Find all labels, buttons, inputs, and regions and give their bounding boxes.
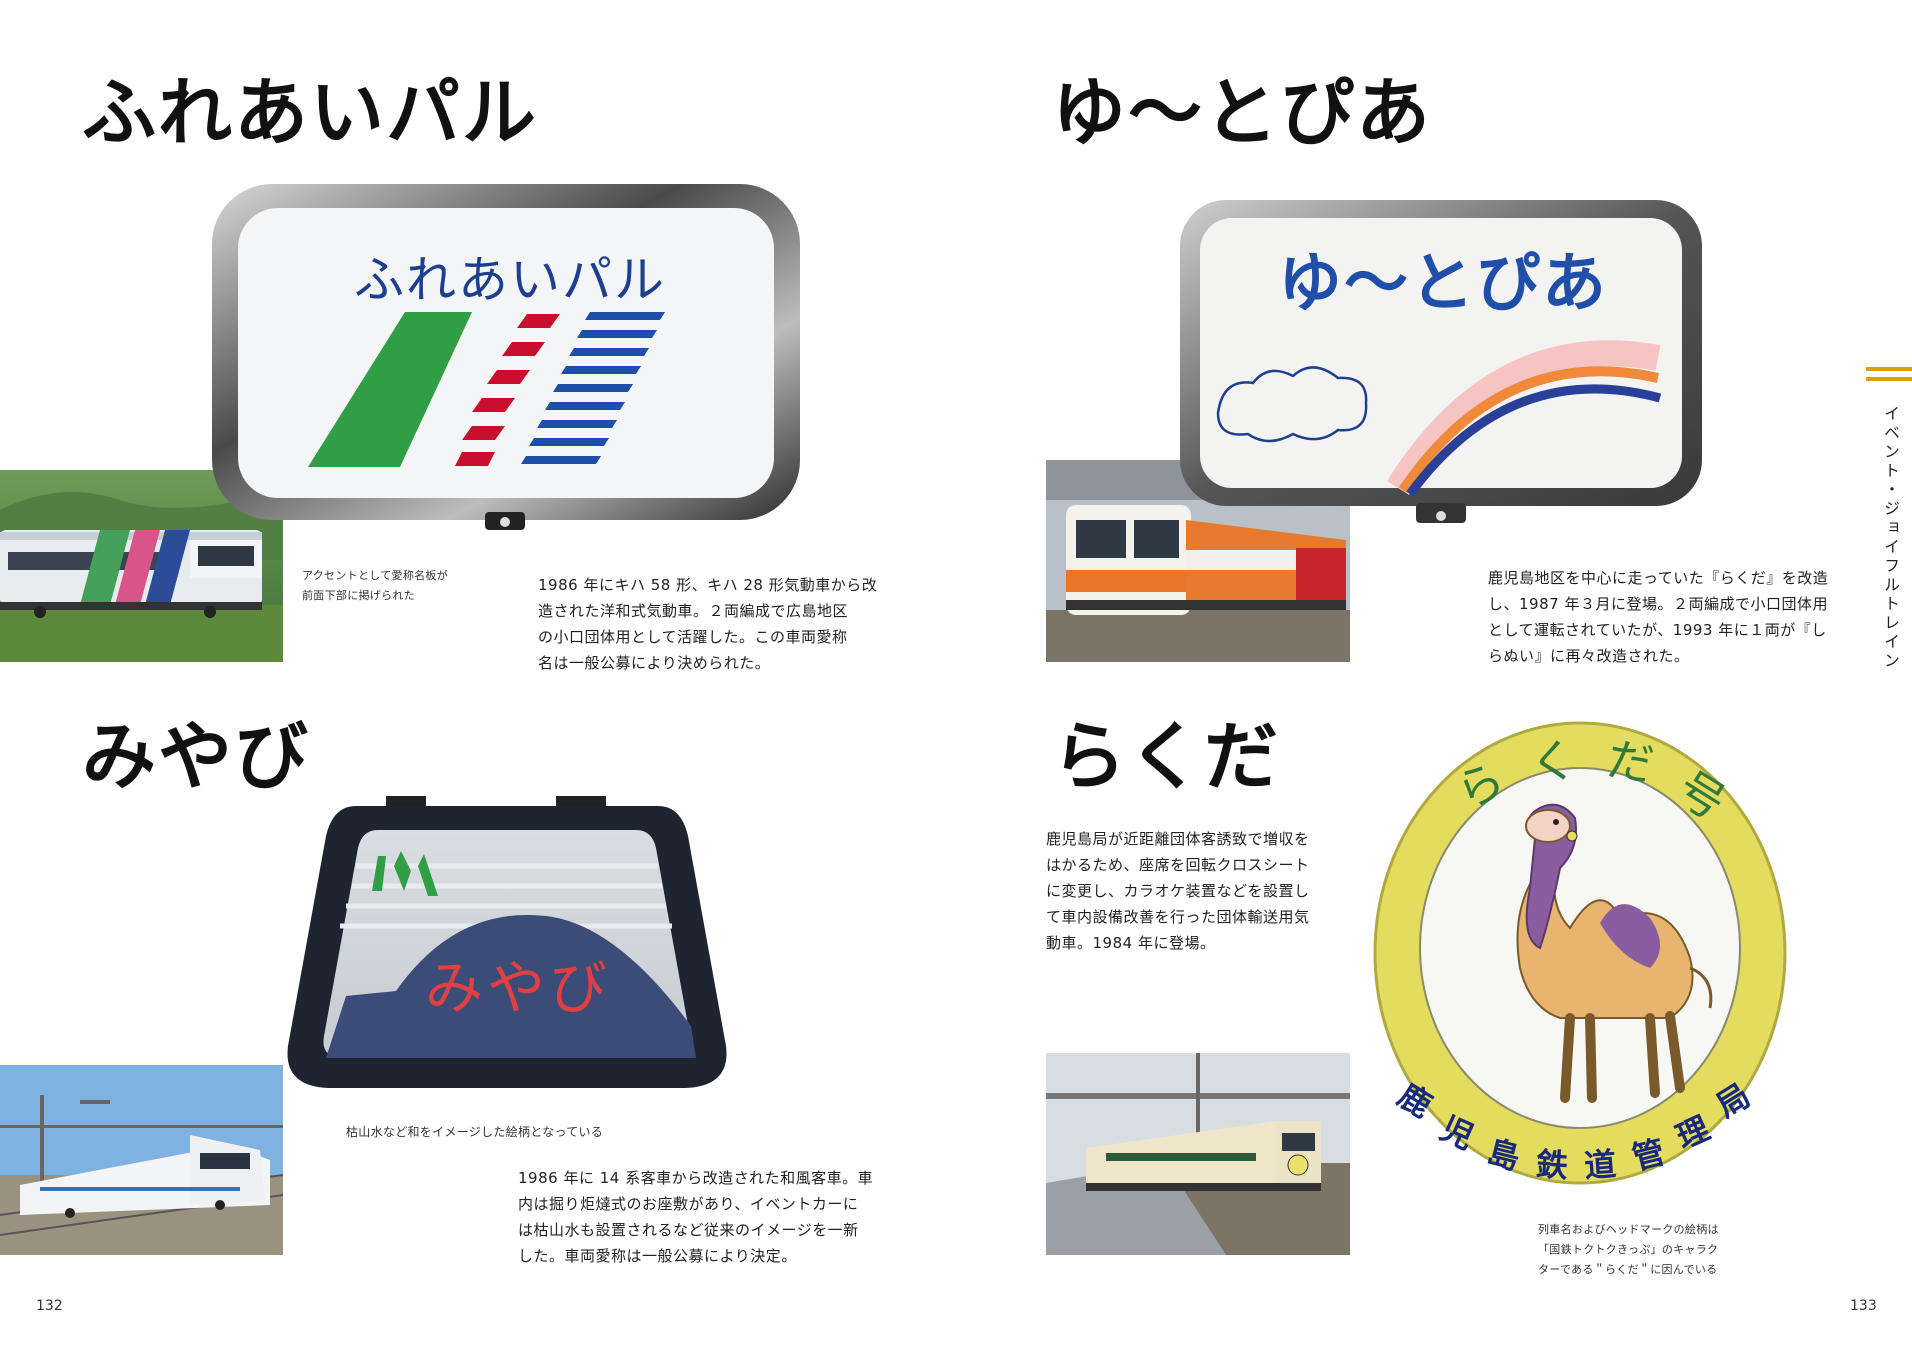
fureai-pal-sign: ふれあいパル — [210, 182, 802, 534]
caption-line: 列車名およびヘッドマークの絵柄は — [1538, 1223, 1719, 1236]
page-number-right: 133 — [1850, 1298, 1877, 1314]
photo-yutopia-train — [1046, 460, 1350, 662]
yutopia-sign: ゆ～とぴあ — [1178, 198, 1704, 538]
caption-miyabi: 枯山水など和をイメージした絵柄となっている — [346, 1125, 604, 1139]
page-number-left: 132 — [36, 1298, 63, 1314]
side-tab-bar — [1866, 377, 1912, 381]
body-line: らぬい』に再々改造された。 — [1488, 647, 1690, 665]
section-side-tab: イベント・ジョイフルトレイン — [1866, 367, 1912, 671]
body-line: は枯山水も設置されるなど従来のイメージを一新 — [518, 1221, 859, 1239]
body-line: 内は掘り炬燵式のお座敷があり、イベントカーに — [518, 1195, 859, 1213]
body-line: に変更し、カラオケ装置などを設置し — [1046, 882, 1310, 900]
title-fureai-pal: ふれあいパル — [82, 70, 538, 156]
body-line: 鹿児島地区を中心に走っていた『らくだ』を改造 — [1488, 569, 1829, 587]
miyabi-sign: みやび — [286, 796, 728, 1096]
title-rakuda: らくだ — [1052, 714, 1280, 800]
caption-line: 「国鉄トクトクきっぷ」のキャラク — [1538, 1243, 1719, 1256]
photo-rakuda-train — [1046, 1053, 1350, 1255]
body-line: し、1987 年３月に登場。２両編成で小口団体用 — [1488, 595, 1828, 613]
headmark-char: 道 — [1582, 1144, 1618, 1186]
side-tab-label: イベント・ジョイフルトレイン — [1881, 405, 1900, 671]
title-miyabi: みやび — [82, 714, 310, 800]
miyabi-sign-text: みやび — [424, 954, 611, 1022]
side-tab-bar — [1866, 367, 1912, 371]
headmark-char: 鉄 — [1534, 1144, 1570, 1186]
body-line: て車内設備改善を行った団体輸送用気 — [1046, 908, 1310, 926]
caption-rakuda: 列車名およびヘッドマークの絵柄は 「国鉄トクトクきっぷ」のキャラク ターである＂… — [1538, 1220, 1719, 1280]
caption-line: ターである＂らくだ＂に因んでいる — [1538, 1263, 1718, 1276]
body-rakuda: 鹿児島局が近距離団体客誘致で増収を はかるため、座席を回転クロスシート に変更し… — [1046, 826, 1310, 956]
body-line: 1986 年にキハ 58 形、キハ 28 形気動車から改 — [538, 576, 878, 594]
body-line: 1986 年に 14 系客車から改造された和風客車。車 — [518, 1169, 874, 1187]
rakuda-headmark: ら く だ 号 鹿 児 島 鉄 道 管 理 局 — [1370, 718, 1790, 1188]
body-line: として運転されていたが、1993 年に１両が『し — [1488, 621, 1827, 639]
fureai-pal-sign-text: ふれあいパル — [354, 251, 666, 309]
caption-line: 前面下部に掲げられた — [302, 589, 415, 602]
caption-line: アクセントとして愛称名板が — [302, 569, 449, 582]
yutopia-sign-text: ゆ～とぴあ — [1278, 247, 1608, 321]
body-line: した。車両愛称は一般公募により決定。 — [518, 1247, 797, 1265]
body-yutopia: 鹿児島地区を中心に走っていた『らくだ』を改造 し、1987 年３月に登場。２両編… — [1488, 565, 1828, 669]
body-line: 造された洋和式気動車。２両編成で広島地区 — [538, 602, 849, 620]
photo-miyabi-train — [0, 1065, 283, 1255]
body-line: の小口団体用として活躍した。この車両愛称 — [538, 628, 848, 646]
body-line: 動車。1984 年に登場。 — [1046, 934, 1216, 952]
body-line: はかるため、座席を回転クロスシート — [1046, 856, 1310, 874]
caption-fureai-pal: アクセントとして愛称名板が 前面下部に掲げられた — [302, 566, 448, 606]
headmark-char: く — [1526, 732, 1580, 792]
body-line: 鹿児島局が近距離団体客誘致で増収を — [1046, 830, 1310, 848]
body-miyabi: 1986 年に 14 系客車から改造された和風客車。車 内は掘り炬燵式のお座敷が… — [518, 1165, 873, 1269]
body-line: 名は一般公募により決められた。 — [538, 654, 771, 672]
title-yutopia: ゆ～とぴあ — [1052, 70, 1432, 156]
body-fureai-pal: 1986 年にキハ 58 形、キハ 28 形気動車から改 造された洋和式気動車。… — [538, 572, 877, 676]
